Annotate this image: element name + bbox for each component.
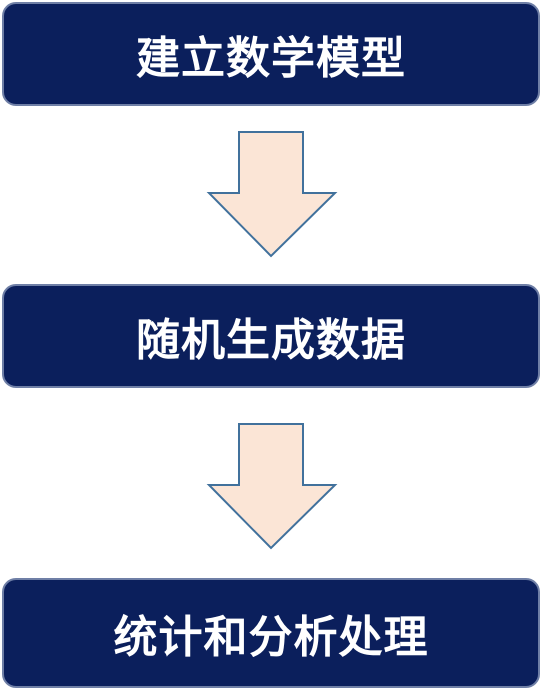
step-label-generate-data: 随机生成数据 (136, 315, 406, 366)
down-arrow-icon (206, 423, 338, 550)
down-arrow-icon (206, 131, 338, 258)
step-label-statistics-analysis: 统计和分析处理 (113, 612, 429, 663)
step-box-build-model: 建立数学模型 (2, 2, 540, 106)
step-label-build-model: 建立数学模型 (136, 33, 406, 84)
step-box-statistics-analysis: 统计和分析处理 (2, 578, 540, 688)
step-box-generate-data: 随机生成数据 (2, 284, 540, 388)
